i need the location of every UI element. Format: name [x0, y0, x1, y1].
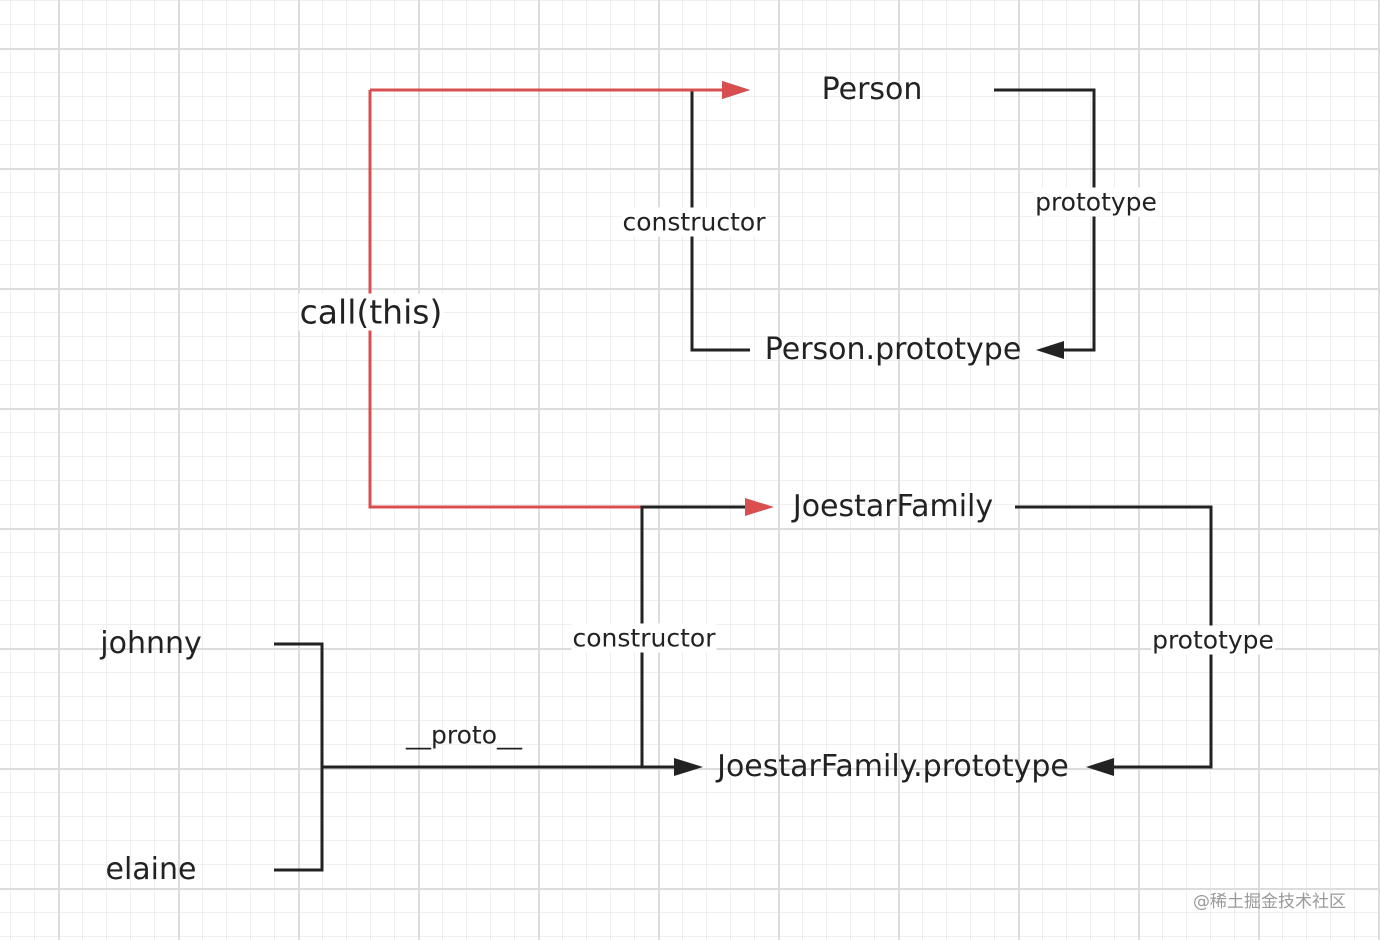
connector-call-this — [368, 81, 774, 516]
node-johnny: johnny — [100, 626, 202, 661]
node-joestar-family: JoestarFamily — [792, 489, 994, 524]
edge-label-proto: __proto__ — [406, 720, 522, 750]
node-person-prototype: Person.prototype — [764, 332, 1022, 367]
edge-label-joestar-prototype: prototype — [1151, 625, 1275, 655]
node-person: Person — [821, 72, 923, 107]
edge-label-call-this: call(this) — [298, 292, 444, 332]
edge-label-person-constructor: constructor — [621, 207, 767, 237]
edge-label-joestar-constructor: constructor — [571, 623, 717, 653]
node-joestar-family-prototype: JoestarFamily.prototype — [717, 749, 1069, 784]
edge-label-person-prototype: prototype — [1034, 187, 1158, 217]
connector-joestar-constructor — [640, 505, 745, 767]
connector-person-prototype — [994, 88, 1096, 359]
connector-proto — [274, 642, 703, 872]
watermark: @稀土掘金技术社区 — [1193, 892, 1346, 912]
node-elaine: elaine — [105, 852, 197, 887]
